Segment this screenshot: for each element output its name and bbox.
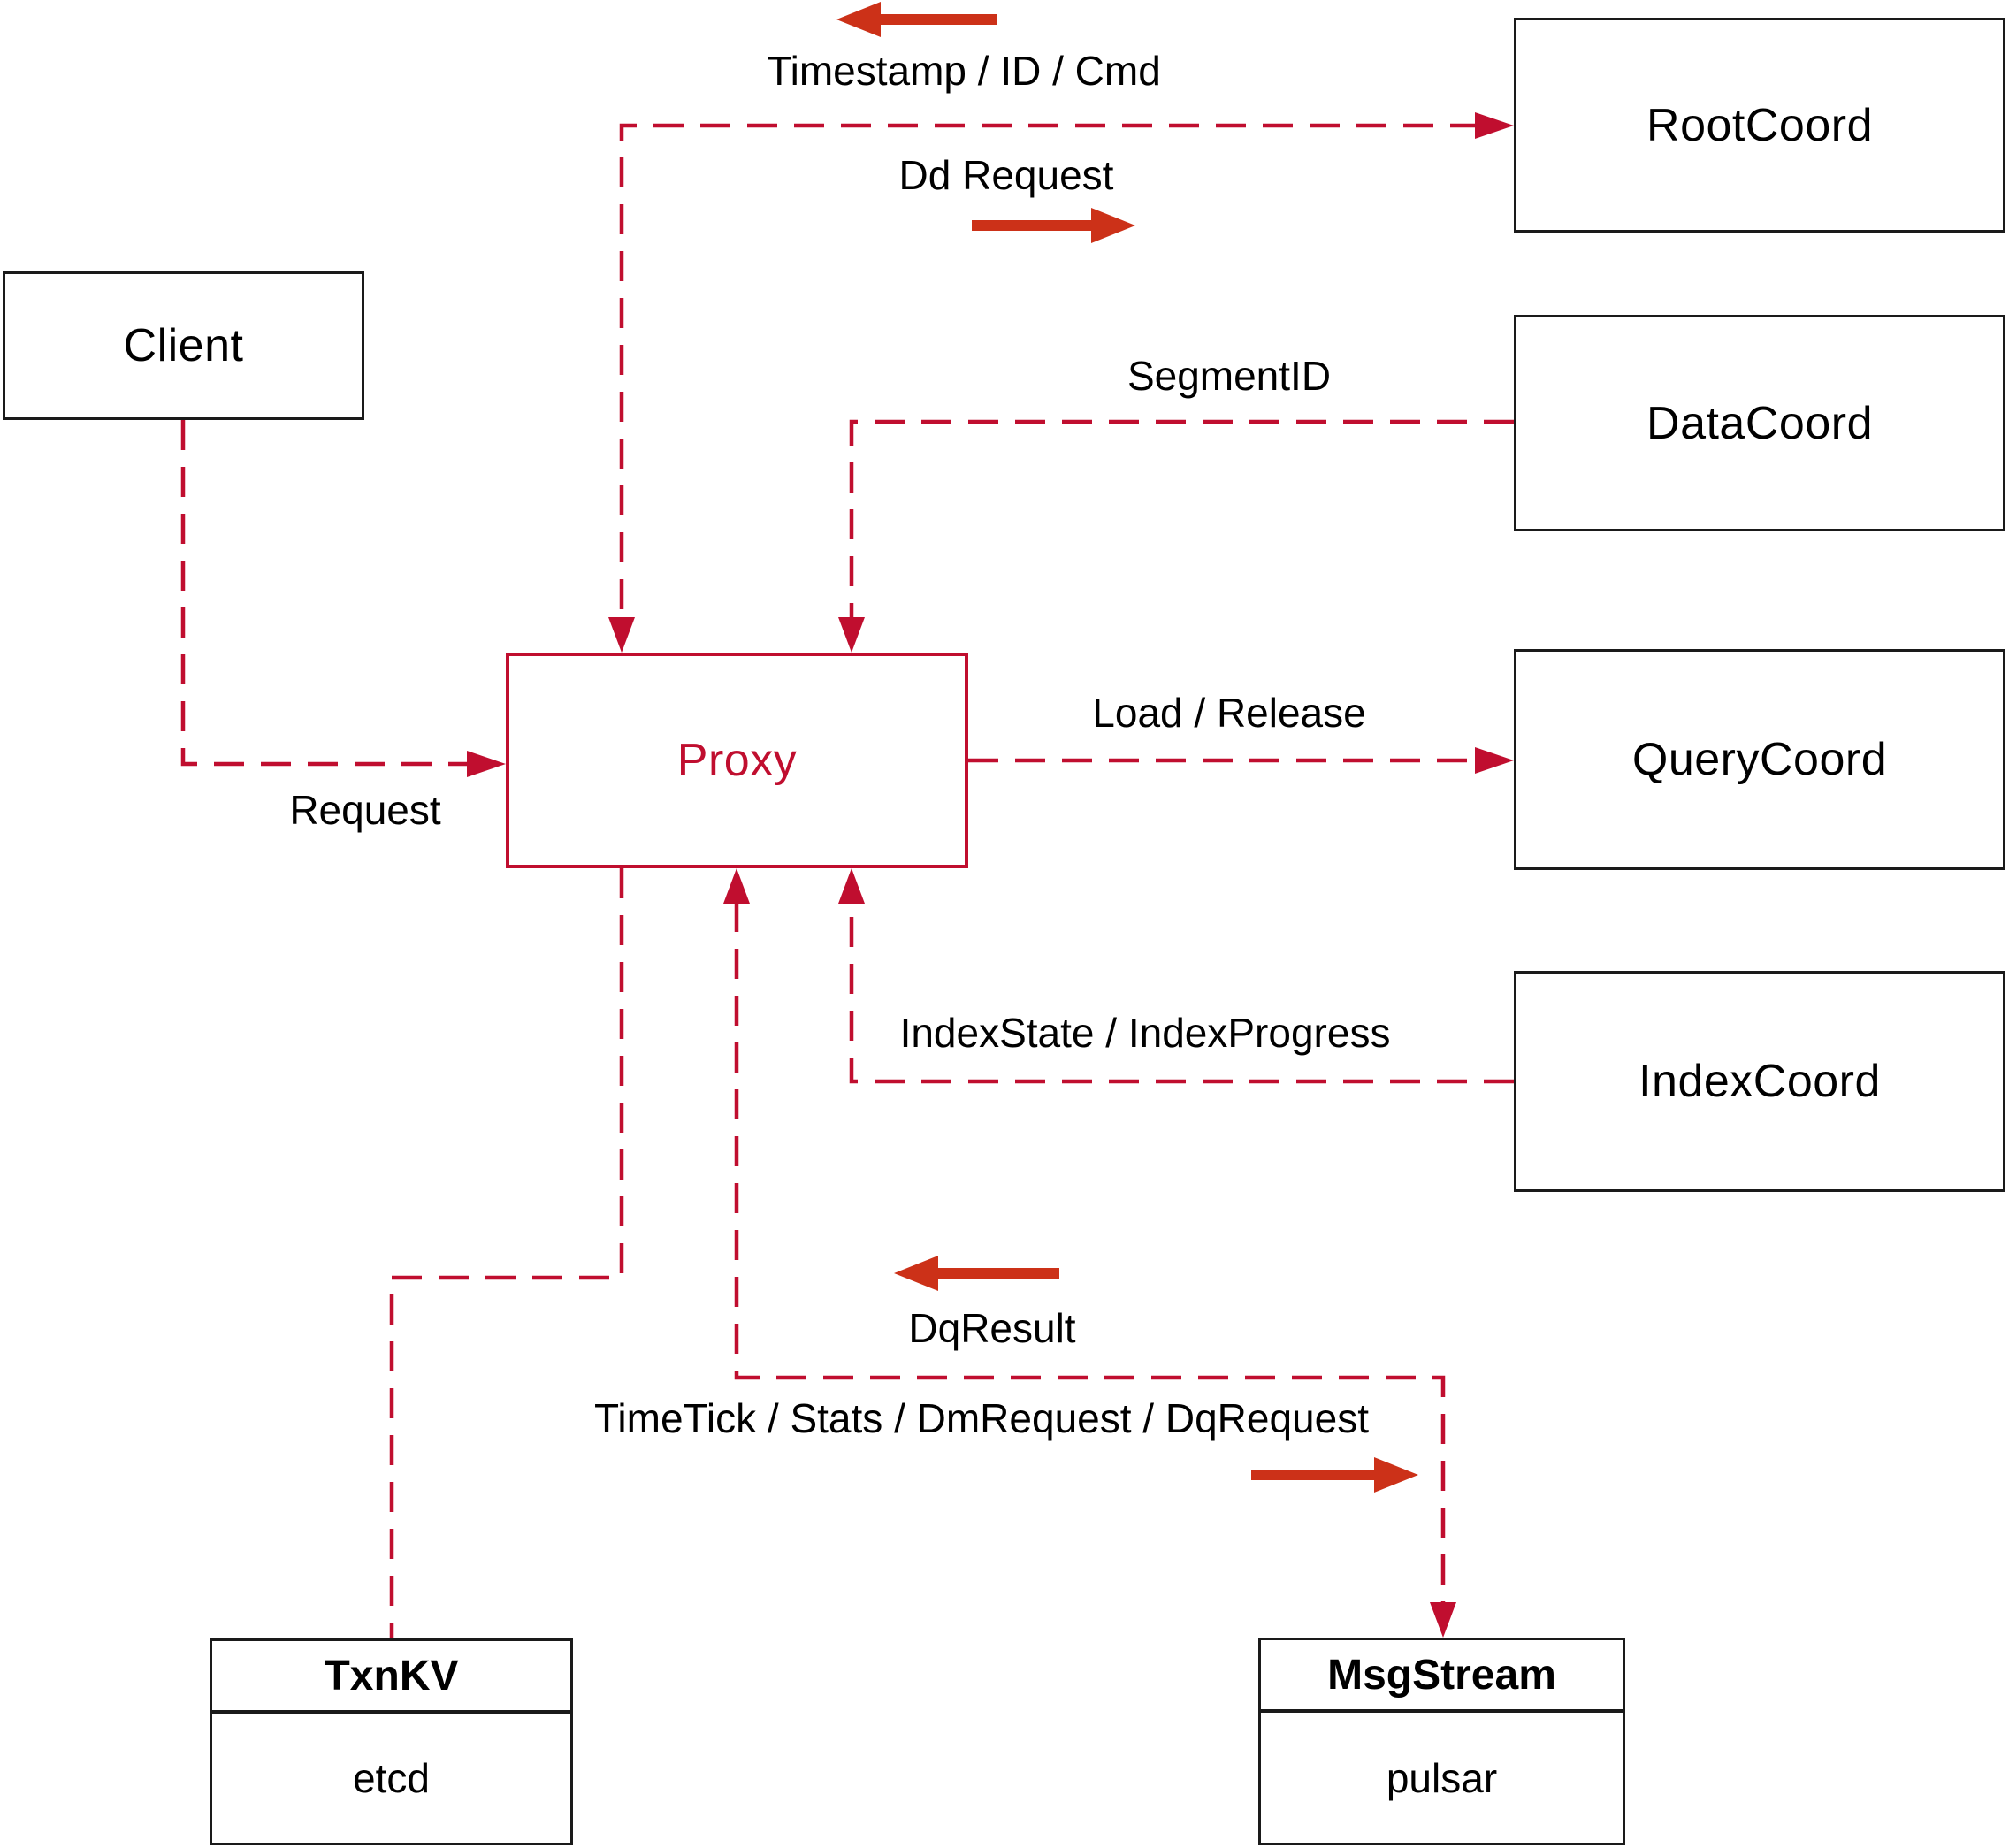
edge-proxy-txnkv <box>389 868 624 1638</box>
node-datacoord: DataCoord <box>1514 315 2005 531</box>
node-querycoord-label: QueryCoord <box>1631 734 1888 785</box>
edge-label-dq-result: DqResult <box>908 1305 1076 1351</box>
edge-label-segment-id: SegmentID <box>1127 353 1332 399</box>
edge-proxy-rootcoord <box>619 123 1480 619</box>
node-msgstream-title: MsgStream <box>1261 1640 1623 1713</box>
node-indexcoord: IndexCoord <box>1514 971 2005 1192</box>
direction-arrow-right-ddrequest-icon <box>972 208 1135 243</box>
node-txnkv-title: TxnKV <box>212 1641 570 1714</box>
arrowhead-into-proxy-bottom-right <box>838 868 865 904</box>
edge-proxy-msgstream <box>734 902 1446 1602</box>
edge-label-timestamp-id-cmd: Timestamp / ID / Cmd <box>767 48 1161 94</box>
arrowhead-into-msgstream <box>1430 1602 1456 1638</box>
node-indexcoord-label: IndexCoord <box>1639 1056 1881 1107</box>
arrowhead-into-proxy-bottom-mid <box>723 868 750 904</box>
node-client: Client <box>3 271 364 420</box>
direction-arrow-right-timetick-icon <box>1251 1457 1418 1493</box>
edge-label-timetick: TimeTick / Stats / DmRequest / DqRequest <box>594 1395 1369 1441</box>
arrowhead-into-querycoord <box>1475 747 1514 774</box>
node-txnkv: TxnKV etcd <box>210 1638 573 1845</box>
arrowhead-into-proxy-left <box>467 751 506 777</box>
edge-label-dd-request: Dd Request <box>898 152 1114 198</box>
edge-client-proxy <box>180 420 472 767</box>
node-querycoord: QueryCoord <box>1514 649 2005 870</box>
node-msgstream-subtitle: pulsar <box>1386 1754 1498 1801</box>
node-client-label: Client <box>123 320 244 371</box>
arrowhead-into-rootcoord <box>1475 112 1514 139</box>
edge-label-load-release: Load / Release <box>1092 690 1366 736</box>
direction-arrow-left-dqresult-icon <box>894 1256 1059 1291</box>
direction-arrow-left-timestamp-icon <box>836 2 997 37</box>
node-proxy-label: Proxy <box>676 735 798 786</box>
edge-label-request: Request <box>289 787 441 833</box>
node-rootcoord-label: RootCoord <box>1646 99 1873 151</box>
node-proxy: Proxy <box>506 653 968 868</box>
node-msgstream: MsgStream pulsar <box>1258 1638 1625 1845</box>
arrowhead-into-proxy-top-right <box>838 617 865 653</box>
edge-label-index-state: IndexState / IndexProgress <box>899 1010 1391 1056</box>
node-datacoord-label: DataCoord <box>1646 397 1873 449</box>
node-rootcoord: RootCoord <box>1514 18 2005 233</box>
edge-datacoord-proxy <box>849 419 1514 619</box>
edge-indexcoord-proxy <box>849 902 1514 1084</box>
arrowhead-into-proxy-top-left <box>608 617 635 653</box>
node-txnkv-subtitle: etcd <box>353 1755 430 1801</box>
